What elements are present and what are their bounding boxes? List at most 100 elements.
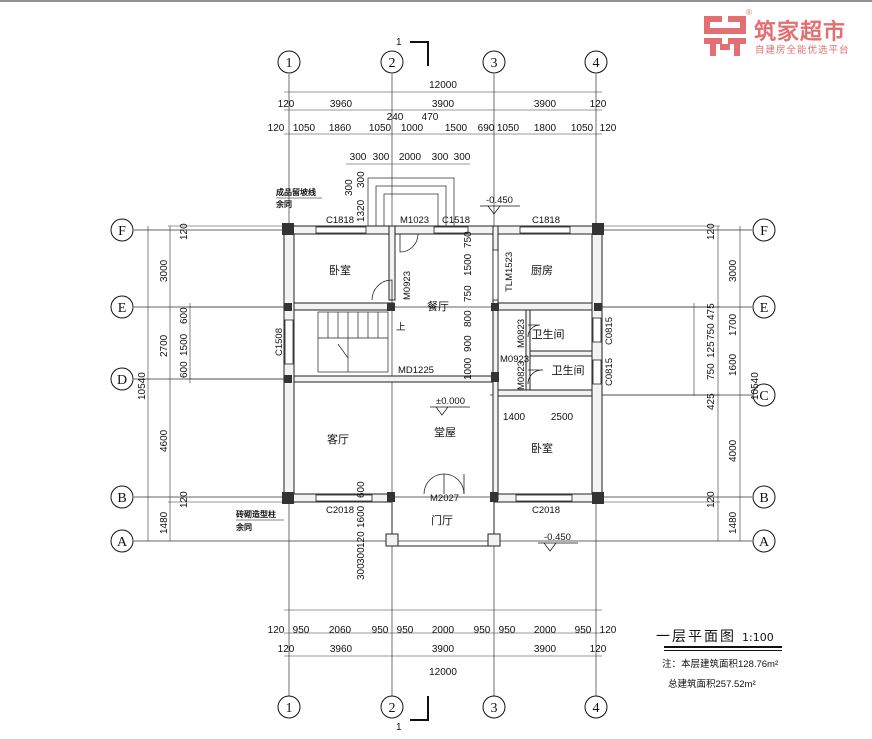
dim-int-1: 1500	[463, 253, 474, 276]
axis-label-right-C: C	[759, 389, 768, 404]
dim-left-outer-0: 3000	[159, 259, 170, 282]
axis-label-top-2: 2	[389, 56, 396, 71]
dim-top-r1-0: 120	[278, 99, 295, 110]
dim-right-outer-0: 3000	[728, 259, 739, 282]
label-m0823-b: M0823	[516, 361, 527, 390]
dim-top-extra-1: 470	[422, 112, 439, 123]
brand-logo: ® 筑家超市 自建房全能优选平台	[702, 8, 872, 62]
dim-top-r2-8: 1800	[534, 123, 557, 134]
dim-bot-r1-2: 2060	[329, 625, 352, 636]
dim-bot-r1-8: 2000	[534, 625, 557, 636]
dim-right-inner-6: 120	[706, 491, 717, 508]
dim-bot-r1-10: 120	[600, 625, 617, 636]
dim-top-r3-1: 300	[373, 152, 390, 163]
dim-right-outer-3: 4000	[728, 439, 739, 462]
dim-int-12: 300	[356, 563, 367, 580]
floor-area-note: 注：本层建筑面积128.76m²	[662, 659, 779, 670]
dim-bot-r1-4: 950	[397, 625, 414, 636]
dim-top-r1-4: 120	[590, 99, 607, 110]
dim-top-r1-3: 3900	[534, 99, 557, 110]
label-m1023: M1023	[400, 215, 429, 226]
level-marks: -0.450 ±0.000 -0.450	[430, 195, 578, 552]
dim-right-inner-3: 125	[706, 341, 717, 358]
room-bedroom-se: 卧室	[531, 441, 553, 455]
room-bath-2: 卫生间	[552, 363, 585, 377]
dim-left-inner-2: 600	[179, 361, 190, 378]
dim-int-2: 750	[463, 285, 474, 302]
axis-label-left-E: E	[118, 301, 127, 316]
label-c0815-a: C0815	[604, 317, 615, 345]
dim-int-6: 1400	[503, 412, 526, 423]
drawing-scale: 1:100	[742, 631, 774, 644]
dim-int-8: 600	[356, 481, 367, 498]
dim-right-inner-2: 750	[706, 323, 717, 340]
dim-left-total: 10540	[137, 372, 148, 400]
label-c1518-top: C1518	[442, 215, 470, 226]
dim-right-outer-4: 1480	[728, 511, 739, 534]
label-c1818-left: C1818	[326, 215, 354, 226]
room-labels: 卧室 厨房 餐厅 卫生间 卫生间 客厅 堂屋 卧室 门厅 上	[327, 263, 585, 527]
dims-right: 3000 1700 1600 4000 1480 10540 120 475 7…	[706, 223, 761, 534]
section-marks	[410, 41, 429, 721]
dim-top-r3-0: 300	[350, 152, 367, 163]
dim-bot-r2-1: 3960	[330, 644, 353, 655]
entry-steps-top	[367, 177, 455, 227]
axis-label-right-E: E	[760, 301, 769, 316]
dim-left-inner-1: 1500	[179, 333, 190, 356]
dim-step-2: 1320	[356, 199, 367, 222]
axis-bubbles: 1 2 3 4 1 2 3 4 F E D B A F E C B A	[110, 50, 776, 719]
level-ground: ±0.000	[436, 396, 465, 407]
label-md1225: MD1225	[398, 365, 434, 376]
axis-label-top-3: 3	[491, 56, 498, 71]
dim-bot-r1-6: 950	[474, 625, 491, 636]
dim-left-inner-0: 600	[179, 307, 190, 324]
dim-top-r2-2: 1860	[329, 123, 352, 134]
dim-step-0: 300	[344, 179, 355, 196]
dims-top: 12000 120 3960 3900 3900 120 240 470 120…	[268, 80, 617, 222]
dim-right-inner-4: 750	[706, 363, 717, 380]
label-tlm1523: TLM1523	[504, 252, 515, 292]
dim-right-outer-2: 1600	[728, 353, 739, 376]
note-bottom-line2: 余同	[235, 522, 252, 532]
dim-int-11: 300	[356, 547, 367, 564]
dim-left-inner-4: 120	[179, 491, 190, 508]
dim-top-r2-4: 1000	[401, 123, 424, 134]
dim-top-r2-0: 120	[268, 123, 285, 134]
note-bottom-line1: 砖砌造型柱	[236, 509, 276, 519]
note-top-line2: 余同	[275, 199, 292, 209]
dim-bot-r1-3: 950	[372, 625, 389, 636]
dim-top-r2-9: 1050	[571, 123, 594, 134]
level-outside-bottom: -0.450	[544, 532, 571, 543]
dim-bot-r2-0: 120	[278, 644, 295, 655]
label-c2018-left: C2018	[326, 505, 354, 516]
small-notes: 成品留坡线 余同 砖砌造型柱 余同	[235, 187, 322, 532]
room-bath-1: 卫生间	[532, 327, 565, 341]
dim-step-1: 300	[356, 171, 367, 188]
axis-label-left-B: B	[117, 491, 126, 506]
dim-top-r2-6: 690	[478, 123, 495, 134]
axis-lines	[134, 74, 752, 700]
dim-bot-r1-0: 120	[268, 625, 285, 636]
dim-top-r1-2: 3900	[432, 99, 455, 110]
dim-left-inner-3: 120	[179, 223, 190, 240]
dim-bot-r1-7: 950	[499, 625, 516, 636]
doors	[371, 233, 544, 495]
dim-bot-r1-1: 950	[293, 625, 310, 636]
stair-up-label: 上	[396, 322, 406, 333]
dim-int-10: 120	[356, 531, 367, 548]
total-area-note: 总建筑面积257.52m²	[668, 679, 756, 690]
dim-bot-r2-3: 3900	[534, 644, 557, 655]
dim-int-7: 2500	[551, 412, 574, 423]
dim-left-outer-1: 2700	[159, 334, 170, 357]
dim-int-0: 750	[463, 231, 474, 248]
dim-right-inner-0: 120	[706, 223, 717, 240]
section-mark-top: 1	[396, 37, 402, 48]
dims-bottom: 120 950 2060 950 950 2000 950 950 2000 9…	[268, 625, 617, 678]
dim-int-4: 900	[463, 335, 474, 352]
dim-left-outer-3: 1480	[159, 511, 170, 534]
dim-top-total: 12000	[429, 80, 457, 91]
dim-int-3: 800	[463, 310, 474, 327]
axis-label-bottom-1: 1	[286, 701, 293, 716]
room-kitchen: 厨房	[531, 264, 553, 277]
